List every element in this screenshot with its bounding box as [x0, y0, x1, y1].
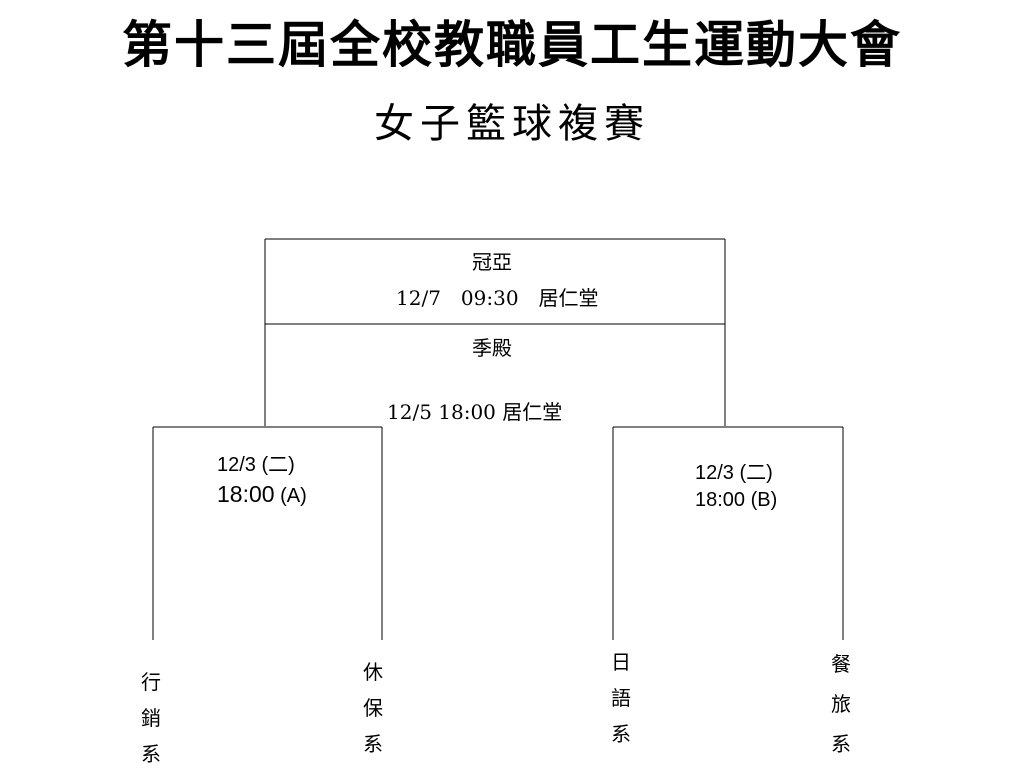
semi-a-date: 12/3 (二): [217, 454, 295, 476]
page-subtitle: 女子籃球複賽: [374, 101, 650, 147]
team-label: 日語系: [611, 650, 631, 746]
semi-b-time: 18:00 (B): [695, 489, 778, 511]
team-label: 休保系: [363, 660, 383, 756]
semi-b-date: 12/3 (二): [695, 462, 773, 484]
team-label: 行銷系: [141, 670, 161, 766]
final-label: 冠亞: [472, 250, 512, 274]
third-place-time: 12/5 18:00 居仁堂: [387, 400, 563, 424]
team-label: 餐旅系: [831, 652, 851, 756]
semi-a-time-tag: (A): [274, 485, 307, 507]
page-title: 第十三屆全校教職員工生運動大會: [122, 15, 902, 74]
final-time: 12/7 09:30 居仁堂: [396, 286, 599, 310]
semi-a-time: 18:00 (A): [217, 480, 307, 512]
semi-a-time-main: 18:00: [217, 481, 275, 507]
third-place-label: 季殿: [472, 336, 512, 360]
